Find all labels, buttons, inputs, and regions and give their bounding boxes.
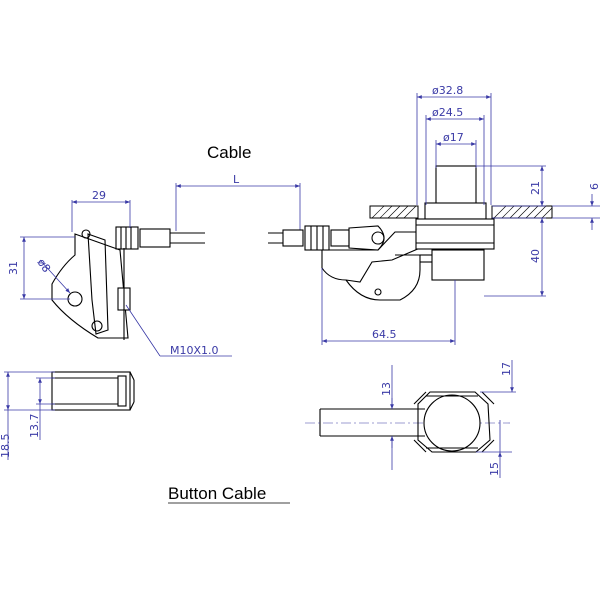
dimension-d17: ø17 bbox=[435, 131, 477, 168]
dim-13-label: 13 bbox=[380, 382, 393, 396]
dim-13-7-label: 13.7 bbox=[28, 414, 41, 439]
dim-d8-label: ø8 bbox=[35, 256, 54, 275]
dimension-18-5: 18.5 bbox=[0, 371, 55, 460]
dim-64-5-label: 64.5 bbox=[372, 328, 397, 341]
dimension-13-7: 13.7 bbox=[28, 377, 55, 440]
dimension-31: 31 bbox=[7, 236, 75, 300]
dim-29-label: 29 bbox=[92, 189, 106, 202]
dimension-L: L bbox=[175, 173, 301, 231]
thread-callout: M10X1.0 bbox=[125, 304, 232, 357]
dimension-29: 29 bbox=[71, 189, 131, 232]
dimension-17: 17 bbox=[480, 360, 516, 393]
dimension-40: 40 bbox=[484, 217, 546, 297]
cable-title: Cable bbox=[207, 143, 251, 162]
right-cable-end bbox=[268, 165, 495, 301]
dimension-d24-5: ø24.5 bbox=[425, 106, 485, 205]
bracket-top-view bbox=[51, 371, 135, 411]
button-cable-title: Button Cable bbox=[168, 484, 266, 503]
dimension-d32-8: ø32.8 bbox=[416, 84, 492, 205]
dimension-d8: ø8 bbox=[35, 256, 71, 294]
dim-6-label: 6 bbox=[588, 183, 600, 190]
dim-17-label: 17 bbox=[500, 362, 513, 376]
dim-18-5-label: 18.5 bbox=[0, 434, 12, 459]
dimension-15: 15 bbox=[476, 420, 512, 478]
dim-L-label: L bbox=[233, 173, 240, 186]
dim-21-label: 21 bbox=[529, 181, 542, 195]
dimension-21: 21 bbox=[476, 165, 546, 207]
dimension-6: 6 bbox=[552, 183, 600, 230]
dimension-64-5: 64.5 bbox=[321, 268, 456, 345]
button-top-view bbox=[305, 391, 510, 453]
dim-31-label: 31 bbox=[7, 261, 20, 275]
dim-d24-5-label: ø24.5 bbox=[432, 106, 463, 119]
dimension-13: 13 bbox=[380, 365, 394, 470]
dim-d17-label: ø17 bbox=[443, 131, 464, 144]
dim-40-label: 40 bbox=[529, 249, 542, 263]
dim-d32-8-label: ø32.8 bbox=[432, 84, 463, 97]
thread-label: M10X1.0 bbox=[170, 344, 219, 357]
left-cable-end bbox=[51, 226, 205, 340]
dim-15-label: 15 bbox=[488, 462, 501, 476]
